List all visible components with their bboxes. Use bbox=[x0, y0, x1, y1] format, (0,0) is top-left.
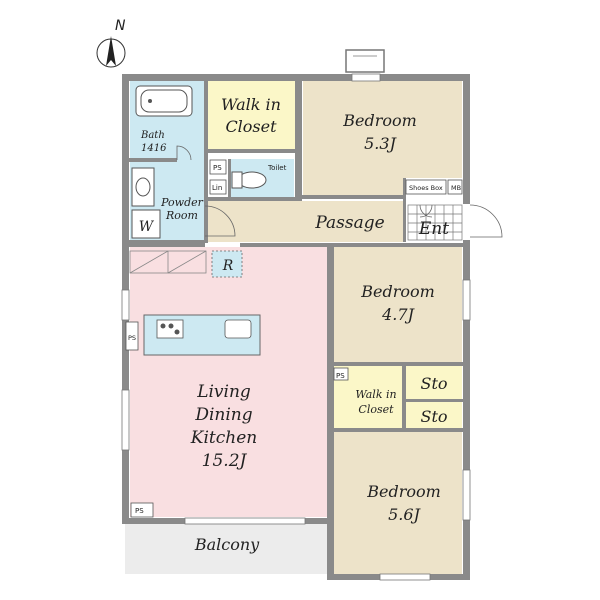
storage-1-area bbox=[406, 366, 462, 400]
storage-2-label: Sto bbox=[420, 407, 447, 426]
storage-2-area bbox=[406, 402, 462, 428]
door-arcs bbox=[176, 145, 503, 238]
kitchen-counter bbox=[143, 314, 261, 356]
ldk-line3: Kitchen bbox=[190, 428, 257, 448]
entrance-tiles bbox=[407, 204, 463, 241]
walk-in-closet-1-line1: Walk in bbox=[221, 95, 281, 114]
powder-room-line1: Powder bbox=[160, 196, 204, 209]
entrance-label: Ent bbox=[418, 219, 449, 239]
bedroom-3-area bbox=[334, 432, 462, 574]
toilet-icon bbox=[231, 171, 267, 189]
walk-in-closet-2-line1: Walk in bbox=[355, 388, 396, 401]
bedroom-1-size: 5.3J bbox=[364, 134, 397, 153]
bedroom-2-size: 4.7J bbox=[381, 305, 415, 324]
ldk-line2: Dining bbox=[194, 405, 252, 425]
lin-box bbox=[209, 179, 227, 195]
ps-box-2 bbox=[125, 321, 139, 351]
walk-in-closet-1-line2: Closet bbox=[225, 117, 277, 136]
passage-label: Passage bbox=[314, 213, 384, 233]
balcony-area bbox=[125, 524, 327, 574]
walk-in-closet-2-line2: Closet bbox=[358, 403, 394, 416]
ps-label-1: PS bbox=[213, 164, 222, 172]
washing-machine-icon bbox=[131, 209, 161, 239]
ps-label-2: PS bbox=[128, 334, 136, 342]
balcony-label: Balcony bbox=[194, 535, 260, 554]
window-bay bbox=[345, 49, 385, 73]
shoes-box-label: Shoes Box bbox=[409, 184, 443, 192]
powder-room-line2: Room bbox=[165, 209, 198, 222]
storage-1-label: Sto bbox=[420, 374, 447, 393]
ps-label-4: PS bbox=[135, 507, 144, 515]
windows bbox=[121, 73, 471, 581]
ps-box-1 bbox=[209, 159, 227, 175]
ps-label-3: PS bbox=[336, 372, 345, 380]
bedroom-3-size: 5.6J bbox=[388, 505, 421, 524]
north-label: N bbox=[115, 18, 126, 34]
ldk-size: 15.2J bbox=[202, 451, 248, 471]
ldk-area bbox=[130, 247, 327, 517]
bath-size: 1416 bbox=[141, 143, 167, 154]
refrigerator-space bbox=[211, 250, 243, 278]
stove-icon bbox=[156, 319, 184, 339]
north-arrow-icon bbox=[106, 36, 116, 66]
kitchen-sink-icon bbox=[224, 319, 252, 339]
refrigerator-label: R bbox=[222, 258, 234, 274]
bathtub-icon bbox=[135, 85, 193, 117]
bedroom-1-name: Bedroom bbox=[342, 111, 417, 130]
storage-shelf bbox=[129, 250, 207, 274]
ps-box-4 bbox=[130, 502, 154, 518]
bath-label: Bath bbox=[140, 130, 165, 141]
lin-label: Lin bbox=[212, 184, 222, 192]
bedroom-3-name: Bedroom bbox=[366, 482, 441, 501]
bedroom-2-area bbox=[334, 247, 462, 363]
ps-box-3 bbox=[333, 367, 349, 381]
shoes-box bbox=[405, 179, 447, 195]
washer-label: W bbox=[139, 219, 155, 235]
mb-label: MB bbox=[451, 184, 461, 192]
passage-area bbox=[208, 201, 405, 242]
walk-in-closet-1-area bbox=[208, 81, 295, 149]
mb-box bbox=[447, 179, 463, 195]
ldk-line1: Living bbox=[196, 382, 251, 402]
sink-icon bbox=[131, 167, 155, 207]
bedroom-2-name: Bedroom bbox=[360, 282, 435, 301]
toilet-label: Toilet bbox=[267, 164, 287, 172]
compass: N bbox=[96, 18, 126, 68]
